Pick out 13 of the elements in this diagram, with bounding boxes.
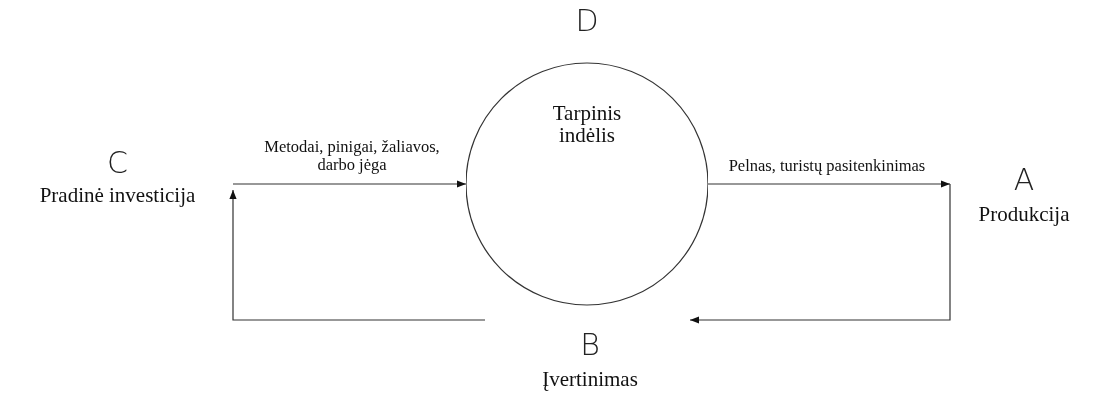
node-label: Tarpinis indėlis (551, 102, 623, 146)
node-label: Pradinė investicija (39, 184, 196, 206)
arrow (229, 189, 486, 321)
arrow (689, 183, 951, 324)
edge-label: Metodai, pinigai, žaliavos, darbo jėga (262, 138, 442, 174)
arrow (707, 180, 951, 188)
letter-label: A (1013, 163, 1035, 197)
arrow (232, 180, 467, 188)
letter-label: B (580, 328, 600, 362)
letter-label: D (575, 4, 599, 38)
node-label: Produkcija (978, 203, 1070, 225)
node-label: Įvertinimas (542, 368, 638, 390)
letter-label: C (107, 146, 128, 180)
